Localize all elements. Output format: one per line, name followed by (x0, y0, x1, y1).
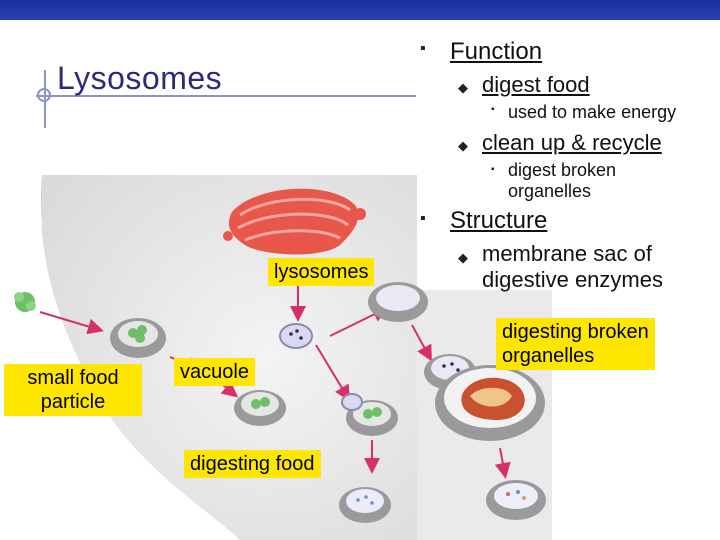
function-sub-energy: used to make energy (508, 102, 677, 122)
digested-vesicle (339, 487, 391, 523)
label-digesting-food: digesting food (184, 450, 321, 478)
bullet-energy: ▪ (491, 104, 495, 115)
slide-title: Lysosomes (57, 60, 223, 96)
label-lysosomes: lysosomes (268, 258, 375, 286)
bullet-digest-food: ◆ (458, 80, 468, 95)
lysosome-right-top (368, 282, 428, 322)
label-digesting-broken-line2: organelles (502, 345, 595, 367)
mitochondrion-digest (435, 365, 545, 441)
food-particle (14, 292, 36, 312)
structure-heading: Structure (450, 207, 548, 234)
structure-item-1: membrane sac of (482, 241, 652, 266)
function-sub-broken-2: organelles (508, 181, 592, 201)
bullet-membrane: ◆ (458, 250, 468, 265)
label-small-food-line2: particle (40, 391, 106, 413)
fusing-vesicles (341, 393, 398, 436)
decor-horizontal-line (36, 95, 416, 97)
function-sub-broken-1: digest broken (508, 160, 617, 180)
bullet-function: ▪ (420, 40, 426, 57)
label-digesting-broken-line1: digesting broken (502, 321, 649, 343)
function-item-clean-up: clean up & recycle (482, 130, 662, 155)
decor-crosshair (37, 88, 51, 102)
function-heading: Function (450, 38, 543, 65)
lysosome-illustration (0, 175, 552, 540)
bullet-structure: ▪ (420, 210, 426, 227)
bullet-clean-up: ◆ (458, 138, 468, 153)
structure-item-2: digestive enzymes (482, 267, 663, 292)
label-vacuole: vacuole (174, 358, 255, 386)
label-small-food-particle: small food particle (4, 364, 142, 416)
bullet-broken: ▪ (491, 164, 495, 175)
lysosome-vesicle (279, 323, 313, 349)
golgi-apparatus (223, 188, 366, 255)
residual-vesicle (486, 480, 546, 520)
endocytosis-vesicle (110, 318, 166, 358)
label-digesting-broken-organelles: digesting broken organelles (496, 318, 655, 370)
label-small-food-line1: small food (27, 367, 119, 389)
function-item-digest-food: digest food (482, 72, 590, 97)
top-banner (0, 0, 720, 20)
vacuole (234, 390, 286, 426)
